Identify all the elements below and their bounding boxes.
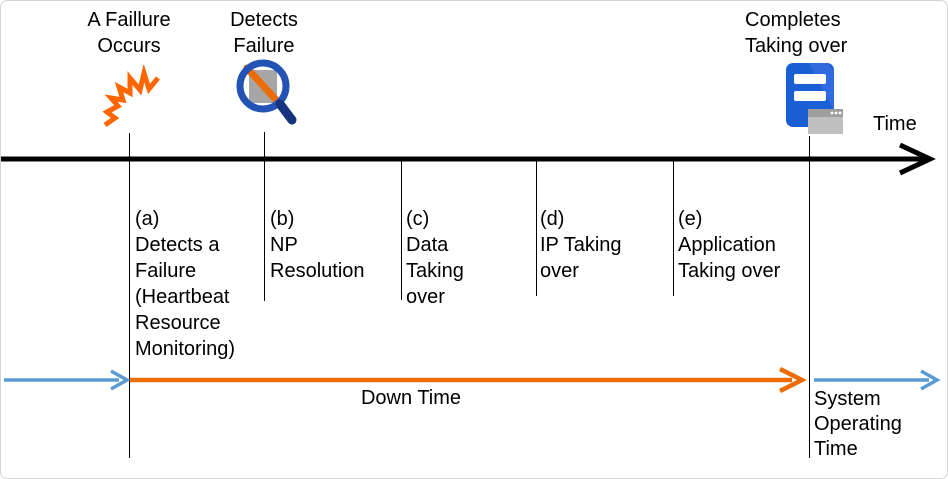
down-time-arrow bbox=[130, 367, 806, 393]
operating-time-arrow-left bbox=[4, 369, 131, 391]
phase-d-marker: (d) bbox=[540, 208, 565, 230]
phase-a-label: Detects a Failure (Heartbeat Resource Mo… bbox=[135, 234, 236, 360]
phase-line-b bbox=[264, 132, 265, 301]
phase-line-end bbox=[809, 136, 810, 458]
phase-line-e bbox=[673, 159, 674, 296]
down-time-label: Down Time bbox=[360, 387, 462, 409]
event-label-detects-failure: Detects Failure bbox=[230, 9, 298, 57]
phase-b-label: NP Resolution bbox=[270, 234, 365, 282]
phase-d: (d) IP Taking over bbox=[540, 206, 622, 284]
event-label-completes-taking-over: Completes Taking over bbox=[745, 9, 848, 57]
explosion-icon bbox=[102, 65, 160, 128]
time-axis-label: Time bbox=[873, 113, 917, 135]
phase-b-marker: (b) bbox=[270, 208, 295, 230]
phase-line-a bbox=[129, 133, 130, 458]
phase-d-label: IP Taking over bbox=[540, 234, 622, 282]
phase-e: (e) Application Taking over bbox=[678, 206, 780, 284]
server-takeover-icon bbox=[786, 63, 843, 134]
event-label-failure-occurs: A Faillure Occurs bbox=[87, 9, 171, 57]
time-axis-arrow bbox=[1, 142, 936, 176]
operating-time-arrow-right bbox=[814, 369, 941, 391]
phase-a-marker: (a) bbox=[135, 208, 160, 230]
phase-c: (c) Data Taking over bbox=[406, 206, 464, 310]
phase-line-c bbox=[401, 159, 402, 300]
phase-e-label: Application Taking over bbox=[678, 234, 781, 282]
phase-line-d bbox=[536, 159, 537, 296]
phase-e-marker: (e) bbox=[678, 208, 703, 230]
failure-detect-icon bbox=[236, 59, 297, 125]
phase-c-marker: (c) bbox=[406, 208, 430, 230]
phase-b: (b) NP Resolution bbox=[270, 206, 365, 284]
phase-c-label: Data Taking over bbox=[406, 234, 464, 308]
phase-a: (a) Detects a Failure (Heartbeat Resourc… bbox=[135, 206, 235, 362]
system-operating-time-label: System Operating Time bbox=[814, 388, 902, 460]
